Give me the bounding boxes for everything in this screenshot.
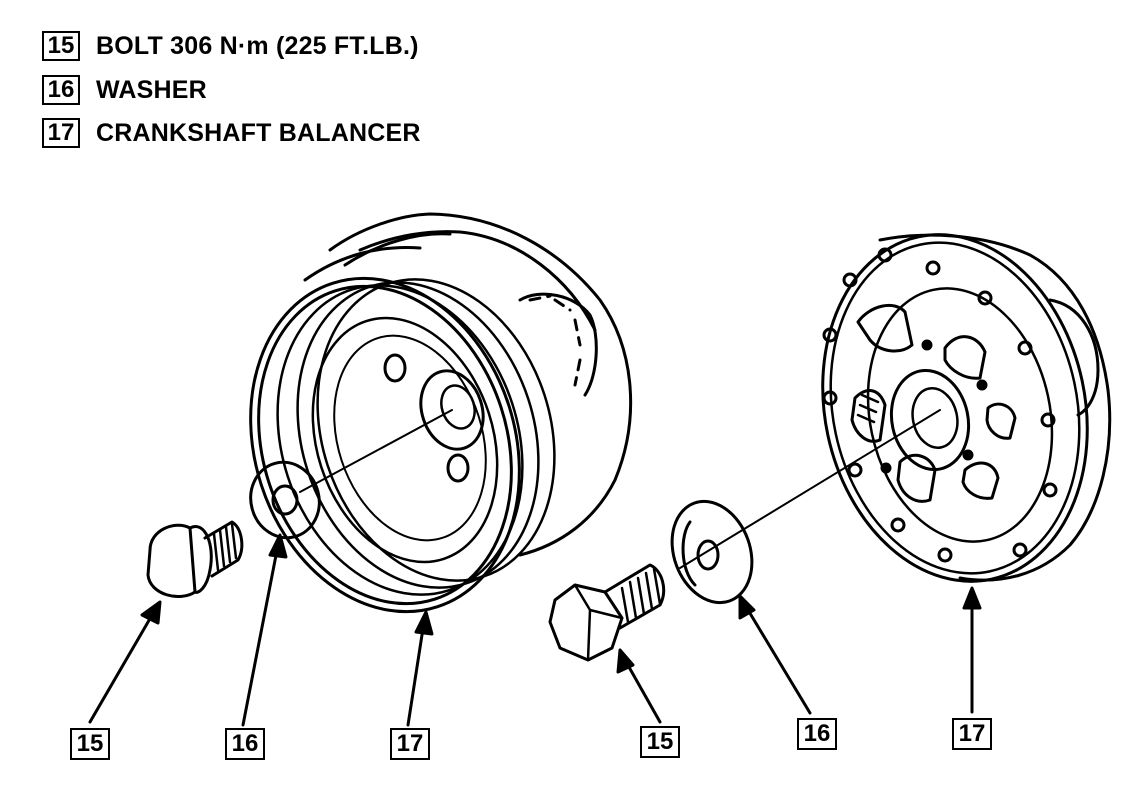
washer-outer — [670, 499, 754, 605]
balancer-perimeter-hole — [847, 462, 863, 478]
balancer-window — [856, 303, 914, 353]
callout-left-balancer: 17 — [390, 728, 430, 760]
balancer-dot — [976, 379, 988, 391]
pulley-groove-line — [303, 246, 422, 282]
balancer-perimeter-hole — [1017, 340, 1033, 356]
balancer-hub — [889, 368, 971, 472]
balancer-perimeter-hole — [877, 247, 893, 263]
balancer-hub-bore — [911, 387, 959, 449]
balancer-dot — [921, 339, 933, 351]
left-bolt — [146, 520, 244, 598]
pulley-groove-ring — [276, 284, 524, 596]
balancer-perimeter-hole — [890, 517, 906, 533]
pulley-hidden-line — [528, 294, 582, 387]
bolt-head-hex — [548, 583, 624, 662]
legend-number-box: 17 — [42, 118, 80, 148]
callout-right-bolt: 15 — [640, 726, 680, 758]
pulley-bolt-hole — [383, 353, 407, 383]
balancer-back-edge — [878, 233, 1112, 582]
right-balancer — [821, 233, 1112, 583]
left-assembly-centerline — [299, 409, 453, 493]
pulley-hub-bore — [440, 384, 476, 430]
leader-right-washer — [743, 603, 812, 715]
callout-right-balancer: 17 — [952, 718, 992, 750]
balancer-window — [850, 389, 887, 443]
washer-hole — [271, 484, 299, 516]
washer-outer — [249, 460, 321, 540]
bolt-head — [146, 523, 197, 598]
callout-left-bolt: 15 — [70, 728, 110, 760]
bolt-head-side — [188, 525, 213, 594]
legend-number-box: 15 — [42, 31, 80, 61]
leader-lines — [88, 533, 982, 727]
left-washer — [249, 460, 321, 540]
pulley-recess — [311, 316, 499, 564]
legend-row-washer: 16 WASHER — [42, 74, 207, 106]
pulley-back-hub — [518, 292, 598, 397]
leader-left-balancer — [406, 620, 426, 727]
balancer-dot — [880, 462, 892, 474]
right-bolt — [548, 563, 666, 662]
leader-left-bolt — [88, 608, 157, 724]
balancer-keyway-marks — [856, 393, 880, 424]
left-balancer-pulley — [249, 212, 633, 614]
pulley-hub — [419, 369, 485, 451]
legend-number-box: 16 — [42, 75, 80, 105]
balancer-perimeter-hole — [925, 260, 941, 276]
bolt-thread — [212, 522, 238, 572]
pulley-front-rim — [249, 276, 521, 614]
balancer-perimeter-hole — [977, 290, 993, 306]
washer-edge — [681, 520, 697, 587]
right-washer — [670, 499, 754, 605]
balancer-perimeter-hole — [937, 547, 953, 563]
arrowhead — [414, 610, 434, 636]
pulley-groove-ring — [296, 281, 540, 589]
pulley-groove-line — [343, 232, 452, 267]
legend-label: CRANKSHAFT BALANCER — [96, 118, 421, 147]
balancer-window — [985, 402, 1017, 440]
balancer-perimeter-hole — [822, 327, 838, 343]
balancer-web-ring — [866, 287, 1054, 543]
callout-right-washer: 16 — [797, 718, 837, 750]
balancer-perimeter-hole — [1040, 412, 1056, 428]
balancer-perimeter-hole — [1042, 482, 1058, 498]
pulley-recess-step — [333, 334, 487, 542]
pulley-groove-ring — [316, 278, 556, 582]
bolt-shank — [203, 520, 244, 578]
bolt-thread — [620, 567, 662, 624]
right-assembly-centerline — [679, 409, 941, 569]
arrowhead — [738, 594, 756, 620]
balancer-perimeter-hole — [842, 272, 858, 288]
balancer-dot — [962, 449, 974, 461]
leader-left-washer — [241, 543, 280, 727]
arrowhead — [268, 533, 288, 559]
legend-row-balancer: 17 CRANKSHAFT BALANCER — [42, 117, 421, 149]
pulley-rim-back — [328, 212, 633, 557]
arrowhead — [140, 600, 162, 625]
washer-hole — [696, 539, 720, 571]
arrowhead — [962, 586, 982, 610]
balancer-perimeter-hole — [822, 390, 838, 406]
balancer-window — [961, 461, 1000, 500]
balancer-rim-inner — [829, 241, 1081, 575]
legend-row-bolt: 15 BOLT 306 N·m (225 FT.LB.) — [42, 30, 419, 62]
leader-right-bolt — [623, 658, 662, 724]
balancer-side-hub — [1048, 298, 1100, 417]
legend-label: BOLT 306 N·m (225 FT.LB.) — [96, 31, 419, 60]
pulley-bolt-hole — [446, 453, 470, 483]
balancer-window — [943, 335, 987, 380]
pulley-groove-line — [358, 230, 597, 332]
bolt-hex-edges — [573, 583, 624, 662]
balancer-perimeter-hole — [1012, 542, 1028, 558]
balancer-window — [896, 453, 937, 503]
legend-label: WASHER — [96, 75, 207, 104]
callout-left-washer: 16 — [225, 728, 265, 760]
pulley-front-rim-inner — [257, 284, 513, 606]
arrowhead — [616, 648, 635, 674]
